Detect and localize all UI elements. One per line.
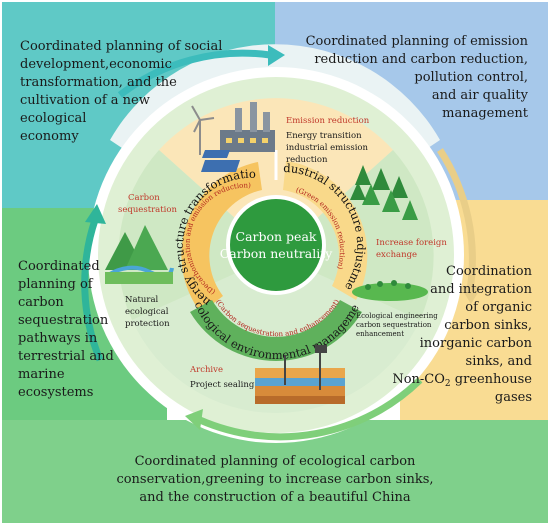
svg-text:ecosystems: ecosystems [18,385,93,400]
factory-illustration [220,102,275,152]
svg-text:and integration: and integration [430,282,533,297]
svg-text:Coordination: Coordination [446,264,533,279]
svg-text:gases: gases [495,390,532,405]
foreign-line-2: carbon sequestration [356,321,432,329]
energy-band [181,162,262,313]
svg-text:pollution control,: pollution control, [414,70,528,85]
flow-arrowhead-right [460,286,482,304]
right-text: Coordination and integration of organic … [392,264,532,405]
svg-text:Coordinated planning of emissi: Coordinated planning of emission [306,34,529,49]
svg-text:carbon: carbon [18,295,64,310]
svg-text:and the construction of a beau: and the construction of a beautiful Chin… [139,490,410,505]
center-line-2: Carbon neutrality [220,246,334,261]
flow-arrow-bottom [198,377,423,441]
top-right-text: Coordinated planning of emission reducti… [306,34,529,121]
grassland-illustration [352,280,428,301]
svg-text:development,economic: development,economic [20,57,172,72]
sequestration-line-3: protection [125,319,170,329]
foreign-line-3: enhancement [356,330,404,338]
sequestration-line-2: ecological [125,307,169,317]
ring-segment-top [110,44,440,160]
center-circle [230,199,322,291]
archive-line-1: Project sealing [190,380,255,390]
forest-illustration [350,165,418,220]
center-line-1: Carbon peak [236,229,317,244]
bottom-text: Coordinated planning of ecological carbo… [116,454,433,505]
flow-arrow-left [81,218,104,362]
svg-text:economy: economy [20,129,79,144]
foreign-title: Increase foreign [376,238,447,248]
emission-title: Emission reduction [286,116,370,126]
flow-arrowhead-top [268,45,285,66]
emission-line-2: industrial emission [286,143,369,153]
svg-text:and air quality: and air quality [432,88,529,103]
wind-turbine-icon [191,105,215,155]
flow-arrowhead-left [85,204,106,224]
svg-text:sinks, and: sinks, and [466,354,532,369]
svg-text:Coordinated planning of ecolog: Coordinated planning of ecological carbo… [135,454,416,469]
svg-text:ecological: ecological [20,111,86,126]
svg-text:marine: marine [18,367,65,382]
svg-text:carbon sinks,: carbon sinks, [444,318,532,333]
svg-text:pathways in: pathways in [18,331,98,346]
foreign-title-2: exchange [376,250,417,260]
emission-line-3: reduction [286,155,328,165]
top-left-text: Coordinated planning of social developme… [20,39,222,144]
mountain-river-illustration [105,225,174,284]
svg-text:transformation, and the: transformation, and the [20,75,177,90]
solar-panel-icon [201,150,240,172]
svg-text:conservation,greening to incre: conservation,greening to increase carbon… [116,472,433,487]
industrial-band [283,161,368,300]
flow-arrow-top [117,49,271,98]
svg-text:terrestrial and: terrestrial and [18,349,114,364]
svg-text:Coordinated planning of social: Coordinated planning of social [20,39,222,54]
sequestration-title-2: sequestration [118,205,177,215]
sequestration-title: Carbon [128,193,160,203]
archive-title: Archive [189,365,223,375]
svg-text:reduction and carbon reduction: reduction and carbon reduction, [314,52,528,67]
svg-text:sequestration: sequestration [18,313,109,328]
left-text: Coordinated planning of carbon sequestra… [18,259,114,400]
svg-text:of organic: of organic [465,300,532,315]
svg-text:management: management [442,106,529,121]
svg-text:planning of: planning of [18,277,94,292]
svg-text:Coordinated: Coordinated [18,259,100,274]
svg-text:inorganic carbon: inorganic carbon [420,336,533,351]
geology-illustration [255,345,345,404]
flow-arrowhead-bottom [185,409,203,430]
flow-arrow-right [437,148,476,291]
sequestration-line-1: Natural [125,295,159,305]
foreign-line-1: Ecological engineering [356,312,438,320]
svg-text:cultivation of a new: cultivation of a new [20,93,150,108]
svg-text:Non-CO2 greenhouse: Non-CO2 greenhouse [392,372,532,389]
emission-line-1: Energy transition [286,131,362,141]
